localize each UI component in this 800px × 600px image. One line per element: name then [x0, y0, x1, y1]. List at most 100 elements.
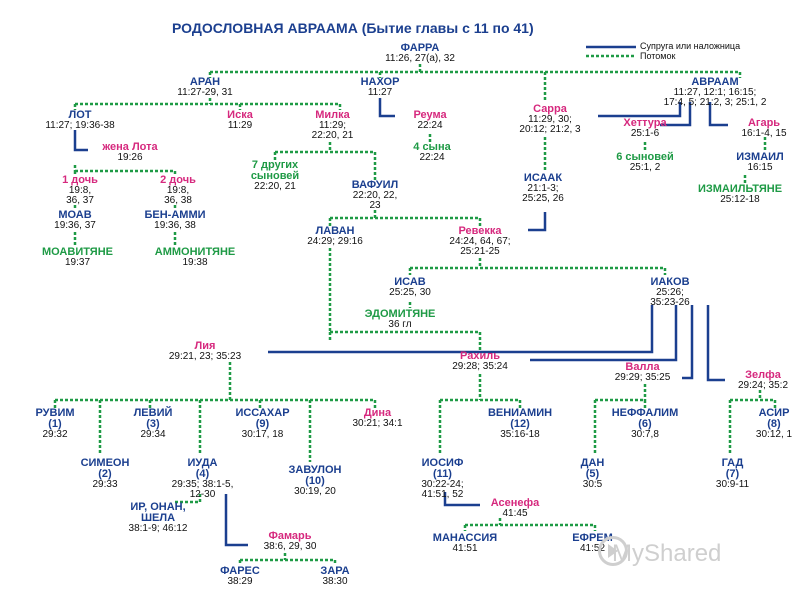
node-ref: 22:24	[417, 120, 443, 131]
node-name: ВАФУИЛ	[351, 179, 399, 191]
node-name: ИАКОВ	[650, 276, 690, 288]
node-sons4: 4 сына 22:24	[392, 142, 472, 163]
node-ref: 30:17, 18	[241, 429, 284, 440]
node-name: Милка	[315, 109, 350, 121]
node-ref: 30:5	[582, 479, 603, 490]
node-ref: 30:22-24;	[421, 479, 464, 490]
node-name: ЗАВУЛОН	[288, 464, 342, 476]
spouse-lines	[73, 45, 728, 547]
node-name: 2 дочь	[160, 174, 196, 186]
node-ref: 29:24; 35:2	[737, 380, 789, 391]
node-iska: Иска 11:29	[215, 110, 265, 131]
node-number: (11)	[433, 468, 452, 480]
node-ref: 12-30	[189, 489, 216, 500]
legend-spouse: Супруга или наложница	[640, 41, 741, 51]
node-name: Асенефа	[490, 497, 540, 509]
node-zara: ЗАРА 38:30	[305, 566, 365, 587]
node-number: (9)	[255, 418, 270, 430]
node-name: Лия	[194, 340, 216, 352]
node-number: (6)	[638, 418, 652, 430]
node-name: ИОСИФ	[421, 457, 464, 469]
node-ref: 11:29	[227, 120, 253, 131]
node-ref: 29:28; 35:24	[452, 361, 508, 372]
node-number: (1)	[48, 418, 62, 430]
node-name: Хеттура	[623, 117, 667, 129]
node-avraam: АВРААМ 11:27, 12:1; 16:15; 17:4, 5; 21:2…	[630, 77, 800, 108]
node-liya: Лия 29:21, 23; 35:23	[130, 341, 280, 362]
node-agar: Агарь 16:1-4, 15	[728, 118, 800, 139]
node-issahar: ИССАХАР (9) 30:17, 18	[220, 408, 305, 440]
node-name: ЛАВАН	[315, 225, 355, 237]
node-ref: 29:21, 23; 35:23	[168, 351, 242, 362]
node-ref: 24:24, 64, 67;	[449, 236, 511, 247]
node-name: БЕН-АММИ	[144, 209, 206, 221]
watermark: MyShared	[612, 540, 722, 567]
node-name: сыновей	[250, 170, 300, 182]
node-ref: 30:7,8	[631, 429, 659, 440]
node-valla: Валла 29:29; 35:25	[590, 362, 695, 383]
node-number: (4)	[195, 468, 210, 480]
node-number: (5)	[585, 468, 600, 480]
node-ref: 41:51	[452, 543, 478, 554]
node-name: 4 сына	[413, 141, 451, 153]
node-name: ИЗМАИЛЬТЯНЕ	[697, 183, 783, 195]
node-iosif: ИОСИФ (11) 30:22-24; 41:51, 52	[405, 458, 480, 500]
node-iuda: ИУДА (4) 29:35; 38:1-5, 12-30	[150, 458, 255, 500]
node-name: ИССАХАР	[235, 407, 290, 419]
node-ref: 41:45	[502, 508, 528, 519]
node-name: Дина	[363, 407, 392, 419]
chart-title: РОДОСЛОВНАЯ АВРААМА (Бытие главы с 11 по…	[172, 20, 534, 36]
node-ref: 25:1-6	[630, 128, 660, 139]
node-name: 7 других	[251, 159, 299, 171]
node-ref: 11:29, 30;	[528, 114, 572, 125]
node-doch2: 2 дочь 19:8, 36, 38	[148, 175, 208, 206]
legend-descendant: Потомок	[640, 51, 676, 61]
node-ref: 20:12; 21:2, 3	[519, 124, 581, 135]
node-name: СИМЕОН	[80, 457, 130, 469]
node-ref: 30:19, 20	[294, 486, 336, 497]
node-efrem: ЕФРЕМ 41:52	[560, 533, 625, 554]
node-simeon: СИМЕОН (2) 29:33	[65, 458, 145, 490]
node-name: Ревекка	[458, 225, 502, 237]
node-name: ЛЕВИЙ	[133, 407, 173, 419]
node-ref: 16:15	[747, 162, 773, 173]
node-zavulon: ЗАВУЛОН (10) 30:19, 20	[275, 465, 355, 497]
node-name: МОАВ	[58, 209, 92, 221]
node-name: ЕФРЕМ	[572, 532, 613, 544]
node-fares: ФАРЕС 38:29	[210, 566, 270, 587]
node-name: ИЗМАИЛ	[736, 151, 784, 163]
node-nahor: НАХОР 11:27	[350, 77, 410, 98]
node-dina: Дина 30:21; 34:1	[335, 408, 420, 429]
node-ref: 36 гл	[388, 319, 412, 330]
node-ref: 35:23-26	[650, 297, 690, 308]
node-zhena-lota: жена Лота 19:26	[85, 142, 175, 163]
node-ref: 23	[369, 200, 381, 211]
node-ref: 25:25, 26	[522, 193, 564, 204]
node-name: ЭДОМИТЯНЕ	[364, 308, 436, 320]
node-ref: 38:30	[322, 576, 348, 587]
node-isaak: ИСААК 21:1-3; 25:25, 26	[488, 173, 598, 204]
node-ref: 29:34	[140, 429, 166, 440]
node-name: ДАН	[580, 457, 605, 469]
node-name: ВЕНИАМИН	[487, 407, 553, 419]
node-ammonityane: АММОНИТЯНЕ 19:38	[140, 247, 250, 268]
node-moav: МОАВ 19:36, 37	[40, 210, 110, 231]
play-icon	[598, 536, 628, 566]
node-name: ИР, ОНАН,	[130, 501, 186, 513]
node-ref: 36, 37	[66, 195, 94, 206]
node-ref: 29:35; 38:1-5,	[171, 479, 234, 490]
node-number: (3)	[146, 418, 160, 430]
node-ref: 17:4, 5; 21:2, 3; 25:1, 2	[663, 97, 767, 108]
node-name: ЗАРА	[320, 565, 350, 577]
node-name: ЛОТ	[68, 109, 92, 121]
node-name: Агарь	[747, 117, 781, 129]
node-name: АММОНИТЯНЕ	[154, 246, 236, 258]
node-ref: 22:20, 21	[254, 181, 296, 192]
node-ruvim: РУВИМ (1) 29:32	[20, 408, 90, 440]
node-number: (7)	[725, 468, 740, 480]
node-name: ИСАВ	[394, 276, 426, 288]
node-reuma: Реума 22:24	[400, 110, 460, 131]
node-zelfa: Зелфа 29:24; 35:2	[726, 370, 800, 391]
node-name: Рахиль	[460, 350, 500, 362]
